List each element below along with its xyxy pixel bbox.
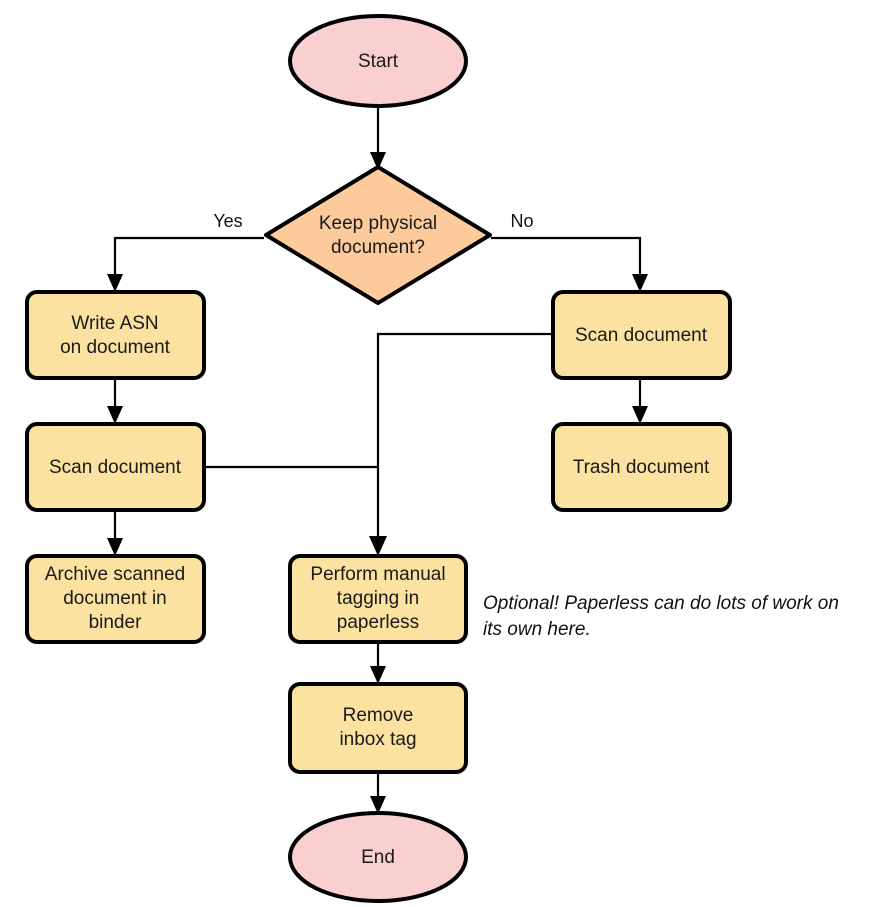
- node-archive-scanned-document[interactable]: Archive scanned document in binder: [25, 554, 206, 644]
- arrow-head-icon: [370, 666, 386, 684]
- arrow-head-icon: [369, 536, 387, 556]
- node-write-asn-label-line2: on document: [60, 337, 171, 358]
- edge-label-yes: Yes: [213, 211, 242, 231]
- annotation-optional-note: Optional! Paperless can do lots of work …: [483, 593, 839, 640]
- node-remove-inbox-label-line1: Remove: [343, 705, 414, 726]
- arrow-head-icon: [107, 538, 123, 556]
- node-scan-document-left[interactable]: Scan document: [25, 422, 206, 512]
- annotation-optional-note-line2: its own here.: [483, 619, 591, 640]
- arrow-head-icon: [632, 406, 648, 424]
- edge-write-asn-to-scan-left: [107, 378, 123, 424]
- node-perform-manual-tagging[interactable]: Perform manual tagging in paperless: [288, 554, 468, 644]
- arrow-head-icon: [632, 274, 648, 292]
- edge-scan-right-to-trash: [632, 378, 648, 424]
- arrow-head-icon: [107, 274, 123, 292]
- node-tagging-label-line2: tagging in: [337, 588, 419, 609]
- node-scan-document-right-label: Scan document: [575, 325, 708, 346]
- node-archive-label-line2: document in: [63, 588, 167, 609]
- edge-start-to-decision: [370, 104, 386, 170]
- node-trash-document-label: Trash document: [573, 457, 710, 478]
- node-write-asn[interactable]: Write ASN on document: [25, 290, 206, 380]
- node-tagging-label-line3: paperless: [337, 612, 419, 633]
- arrow-head-icon: [370, 796, 386, 814]
- node-decision-keep-physical-document[interactable]: Keep physical document?: [264, 165, 492, 305]
- annotation-optional-note-line1: Optional! Paperless can do lots of work …: [483, 593, 839, 614]
- node-end-label: End: [361, 847, 395, 868]
- node-decision-label-line1: Keep physical: [319, 213, 437, 234]
- arrow-head-icon: [107, 406, 123, 424]
- edge-label-no: No: [510, 211, 533, 231]
- edge-scan-left-to-archive: [107, 510, 123, 556]
- node-start-label: Start: [358, 51, 399, 72]
- edge-tagging-to-remove-inbox: [370, 642, 386, 684]
- node-scan-document-right[interactable]: Scan document: [551, 290, 732, 380]
- node-start[interactable]: Start: [288, 14, 468, 108]
- edge-remove-inbox-to-end: [370, 772, 386, 814]
- edge-scan-right-to-tagging: [369, 332, 553, 556]
- node-archive-label-line1: Archive scanned: [45, 564, 185, 585]
- node-write-asn-label-line1: Write ASN: [71, 313, 158, 334]
- node-decision-label-line2: document?: [331, 237, 425, 258]
- arrow-head-icon: [370, 152, 386, 170]
- node-trash-document[interactable]: Trash document: [551, 422, 732, 512]
- node-tagging-label-line1: Perform manual: [310, 564, 445, 585]
- node-remove-inbox-label-line2: inbox tag: [339, 729, 416, 750]
- node-archive-label-line3: binder: [89, 612, 142, 633]
- node-scan-document-left-label: Scan document: [49, 457, 182, 478]
- node-remove-inbox-tag[interactable]: Remove inbox tag: [288, 682, 468, 774]
- edge-decision-yes-to-write-asn: [107, 236, 264, 292]
- edge-decision-no-to-scan-right: [491, 236, 648, 292]
- node-end[interactable]: End: [288, 811, 468, 903]
